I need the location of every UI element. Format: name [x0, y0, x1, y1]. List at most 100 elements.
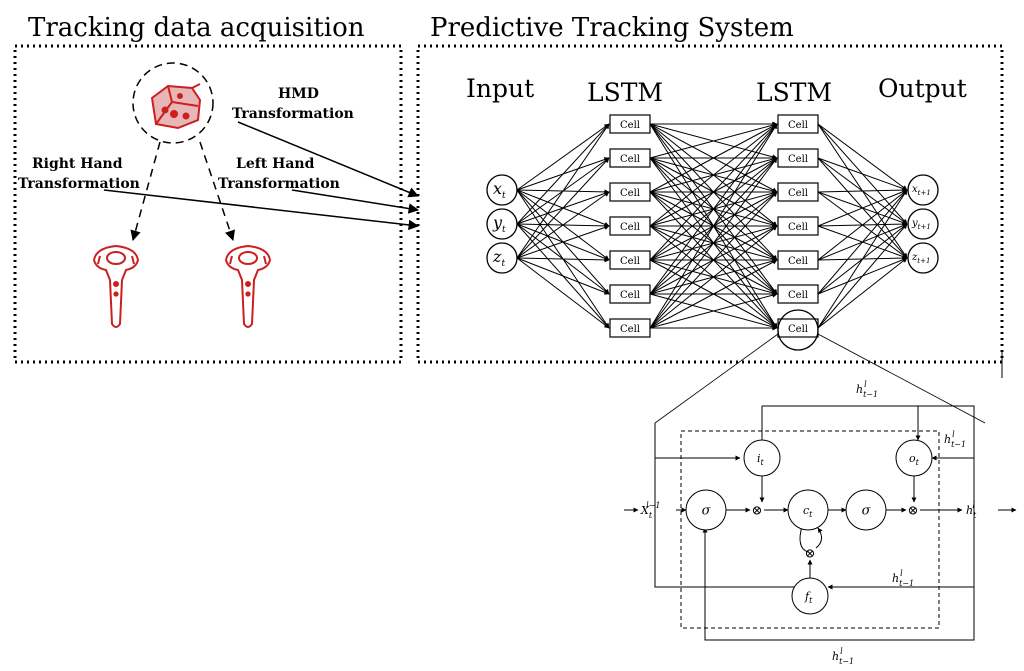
- edge-lstm2-output: [817, 187, 908, 193]
- lstm-cell-box: [777, 182, 819, 202]
- edge-input-lstm1: [516, 225, 610, 259]
- lstm-cell-label: Cell: [620, 222, 640, 233]
- sigma-node-2: [845, 489, 887, 531]
- lstm-cell-label: Cell: [620, 256, 640, 267]
- input-gate-node-label: it: [757, 452, 765, 467]
- lstm-cell-box: [609, 284, 651, 304]
- cell-output-label: htl: [966, 501, 977, 520]
- tracking-acquisition-panel: Tracking data acquisition HMD Transforma…: [13, 13, 420, 364]
- edge-lstm2-output: [817, 257, 908, 329]
- sigma-node-2-label: σ: [862, 503, 872, 518]
- left-panel-border: [13, 44, 403, 364]
- right-hand-label-line1: Right Hand: [32, 156, 123, 172]
- edge-lstm1-lstm2: [649, 225, 778, 329]
- output-node: [907, 208, 939, 240]
- edge-lstm1-lstm2: [649, 123, 778, 193]
- hmd-transform-arrow: [237, 121, 419, 198]
- c-loop-left: [799, 525, 809, 553]
- sigma-node-1-label: σ: [702, 503, 712, 518]
- input-node-label: yt: [492, 213, 506, 235]
- h-prev-right-label: ht−1l: [944, 430, 966, 449]
- sigma-node-1: [685, 489, 727, 531]
- lstm-cell-box: [777, 284, 819, 304]
- right-hand-label-line2: Transformation: [18, 176, 140, 192]
- output-gate-node: [895, 439, 933, 477]
- frame-bottom-loop: [702, 505, 975, 641]
- lstm-cell-label: Cell: [788, 154, 808, 165]
- edge-input-lstm1: [516, 123, 610, 259]
- lstm-cell-label: Cell: [788, 188, 808, 199]
- column-output-label: Output: [878, 74, 967, 103]
- edge-lstm1-lstm2: [649, 123, 778, 227]
- right-hand-transform-arrow: [103, 189, 420, 231]
- edge-input-lstm1: [516, 123, 610, 191]
- edge-lstm1-lstm2: [649, 123, 778, 329]
- edge-lstm1-lstm2: [649, 123, 778, 295]
- edge-lstm1-lstm2: [649, 259, 778, 329]
- lstm-cell-detail: [624, 405, 1017, 641]
- lstm-cell-box: [609, 148, 651, 168]
- cell-state-node-label: ct: [803, 504, 813, 519]
- edge-lstm2-output: [817, 223, 908, 329]
- lstm-cell-label: Cell: [788, 120, 808, 131]
- edge-lstm2-output: [817, 189, 908, 227]
- lstm-cell-box: [777, 250, 819, 270]
- edge-lstm1-lstm2: [649, 191, 778, 329]
- lstm-cell-box: [609, 318, 651, 338]
- h-prev-bottom-label: ht−1l: [832, 647, 854, 666]
- h-prev-mid-label: ht−1l: [892, 569, 914, 588]
- lstm-cell-box: [609, 182, 651, 202]
- zoom-ellipse: [777, 309, 819, 351]
- edge-lstm1-lstm2: [649, 157, 778, 329]
- edge-input-lstm1: [516, 157, 610, 259]
- edge-input-lstm1: [516, 257, 610, 295]
- input-node-label: xt: [493, 179, 506, 201]
- lstm-cell-box: [777, 216, 819, 236]
- edge-lstm2-output: [817, 189, 908, 261]
- lstm-cell-label: Cell: [788, 324, 808, 335]
- zoom-line-left: [654, 333, 779, 424]
- edge-lstm2-output: [817, 189, 908, 295]
- left-hand-label-line2: Transformation: [218, 176, 340, 192]
- mul-node-2-label: ⊗: [908, 503, 919, 518]
- left-panel-title: Tracking data acquisition: [28, 13, 365, 43]
- edge-lstm2-output: [817, 189, 908, 329]
- edge-lstm2-output: [817, 123, 908, 191]
- lstm-cell-label: Cell: [620, 154, 640, 165]
- input-node-label: zt: [492, 247, 505, 269]
- output-node: [907, 174, 939, 206]
- output-node-label: zt+1: [911, 252, 930, 265]
- frame-top-line: [762, 405, 975, 423]
- edge-input-lstm1: [516, 257, 610, 329]
- lstm-cell-label: Cell: [620, 188, 640, 199]
- cell-state-node: [787, 489, 829, 531]
- edge-lstm2-output: [817, 157, 908, 191]
- input-node: [486, 242, 518, 274]
- vr-headset-icon: [150, 83, 202, 130]
- input-node: [486, 174, 518, 206]
- input-gate-node: [743, 439, 781, 477]
- input-node: [486, 208, 518, 240]
- edge-input-lstm1: [516, 123, 610, 225]
- output-node-label: yt+1: [911, 218, 931, 231]
- lstm-cell-label: Cell: [620, 324, 640, 335]
- left-hand-dashed-arrow: [199, 141, 235, 241]
- lstm-cell-box: [609, 250, 651, 270]
- lstm-cell-box: [609, 114, 651, 134]
- lstm-cell-box: [609, 216, 651, 236]
- column-lstm2-label: LSTM: [756, 78, 832, 107]
- spacer: [655, 587, 790, 595]
- right-hand-dashed-arrow: [130, 141, 161, 242]
- output-gate-node-label: ot: [909, 452, 920, 467]
- right-panel-title: Predictive Tracking System: [430, 13, 794, 43]
- lstm-cell-label: Cell: [788, 290, 808, 301]
- column-input-label: Input: [466, 74, 534, 103]
- edge-lstm1-lstm2: [649, 292, 778, 329]
- right-controller-icon: [92, 244, 140, 328]
- mul-node-3-label: ⊗: [805, 546, 816, 561]
- lstm-cell-label: Cell: [788, 256, 808, 267]
- edge-input-lstm1: [516, 191, 610, 259]
- forget-gate-node-label: ft: [804, 590, 813, 605]
